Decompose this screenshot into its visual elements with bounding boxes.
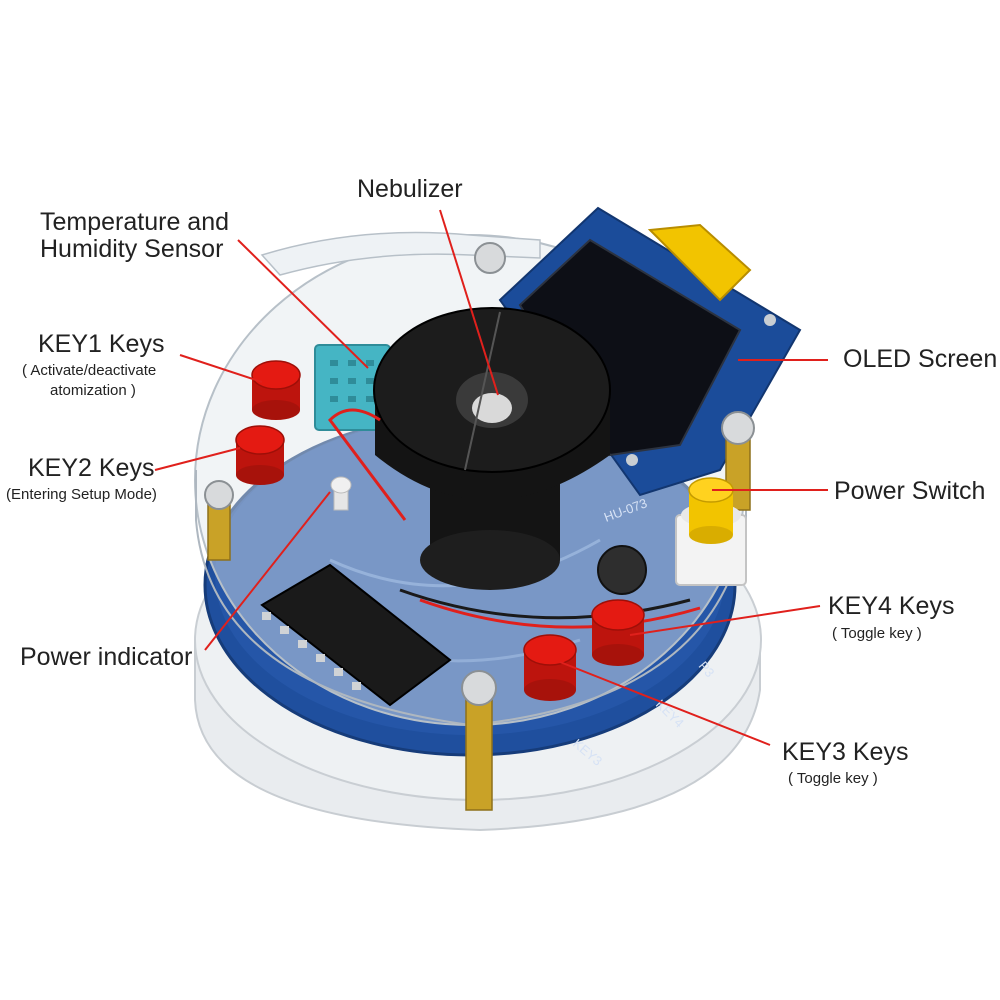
standoff-left <box>204 480 234 561</box>
label-key3-desc: ( Toggle key ) <box>788 770 878 787</box>
leader-key2 <box>154 447 241 471</box>
label-power-switch: Power Switch <box>834 477 986 505</box>
label-temp-sensor-line2: Humidity Sensor <box>40 235 224 263</box>
power-switch <box>675 477 747 586</box>
leader-lines <box>154 209 828 746</box>
capacitor <box>597 545 647 595</box>
label-power-indicator: Power indicator <box>20 643 193 671</box>
label-key2-desc: (Entering Setup Mode) <box>6 486 157 503</box>
nebulizer-unit <box>373 307 611 590</box>
wire-red-2 <box>419 598 701 629</box>
leader-key1 <box>179 354 263 383</box>
standoff-back <box>474 242 506 274</box>
label-key4-desc: ( Toggle key ) <box>832 625 922 642</box>
label-key2-title: KEY2 Keys <box>28 454 155 482</box>
wire-red <box>328 408 407 521</box>
power-indicator-led <box>330 476 352 511</box>
leader-key3 <box>559 661 771 746</box>
ic-chip <box>260 563 452 707</box>
key3-button <box>523 634 577 701</box>
leader-nebulizer <box>439 209 499 396</box>
label-nebulizer: Nebulizer <box>357 175 463 203</box>
label-key4-title: KEY4 Keys <box>828 592 955 620</box>
label-key1-desc-line1: ( Activate/deactivate <box>22 362 157 379</box>
key1-button <box>251 360 301 420</box>
label-key3-title: KEY3 Keys <box>782 738 909 766</box>
key4-button <box>591 599 645 666</box>
label-key1-title: KEY1 Keys <box>38 330 165 358</box>
leader-temp-sensor <box>237 239 369 369</box>
label-temp-sensor-line1: Temperature and <box>40 208 230 236</box>
key2-button <box>235 425 285 485</box>
label-oled-screen: OLED Screen <box>843 345 998 373</box>
label-key1-desc-line2: atomization ) <box>50 382 136 399</box>
standoff-front <box>461 670 497 811</box>
wire-black <box>399 588 691 620</box>
leader-key4 <box>629 605 821 636</box>
leader-power-indicator <box>204 491 331 651</box>
temperature-humidity-sensor <box>314 344 391 431</box>
